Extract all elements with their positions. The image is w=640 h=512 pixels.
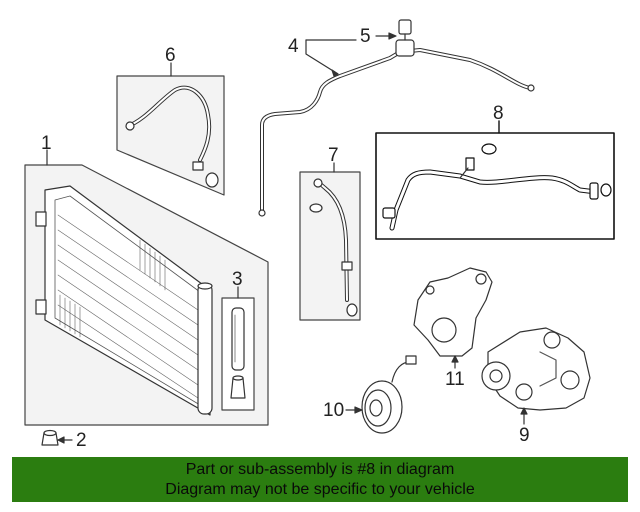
desiccant-box [221,297,255,411]
liquid-line-4 [258,19,535,217]
compressor-clutch [345,355,417,434]
hose-6-box [116,62,225,196]
banner-line-2: Diagram may not be specific to your vehi… [165,481,475,498]
callout-11: 11 [445,369,465,390]
hose-7-box [299,162,361,321]
callout-8: 8 [493,103,504,124]
callout-10: 10 [323,400,345,421]
callout-4: 4 [288,36,299,57]
callout-5: 5 [360,26,371,47]
callout-1: 1 [41,133,52,154]
callout-3: 3 [232,269,243,290]
plug-part-2 [41,429,73,446]
callout-7: 7 [328,145,339,166]
banner-line-1: Part or sub-assembly is #8 in diagram [185,461,455,478]
condenser-illustration [35,185,213,416]
callout-2: 2 [76,430,87,451]
callout-6: 6 [165,45,176,66]
compressor-bracket [413,267,493,369]
info-banner: Part or sub-assembly is #8 in diagram Di… [12,457,628,502]
compressor-body [481,327,591,425]
hose-8-box [375,120,615,240]
parts-diagram [24,19,615,446]
callout-9: 9 [519,425,530,446]
